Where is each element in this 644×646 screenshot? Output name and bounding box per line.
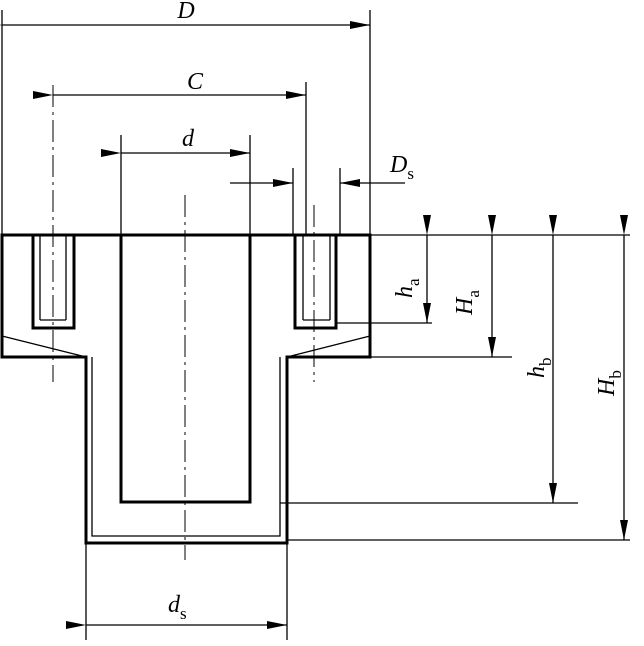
dimension-Hb: Hb [594,215,628,540]
threaded-hole-right [293,233,338,330]
dimension-hb: hb [524,215,557,503]
label-Hb: Hb [594,370,625,397]
label-Ha: Ha [452,290,483,316]
label-hb: hb [524,358,555,379]
dimension-ds: ds [66,592,287,629]
label-d: d [182,126,195,152]
label-Ds: Ds [389,152,414,183]
dimension-D: D [0,0,370,29]
dimension-d: d [101,126,250,157]
dimension-C: C [33,69,306,99]
label-D: D [176,0,194,24]
dimension-ha: ha [392,215,431,323]
label-C: C [187,69,204,95]
dimension-Ha: Ha [452,215,496,357]
label-ds: ds [168,592,187,623]
dimension-Ds: Ds [230,152,414,187]
label-ha: ha [392,278,423,298]
